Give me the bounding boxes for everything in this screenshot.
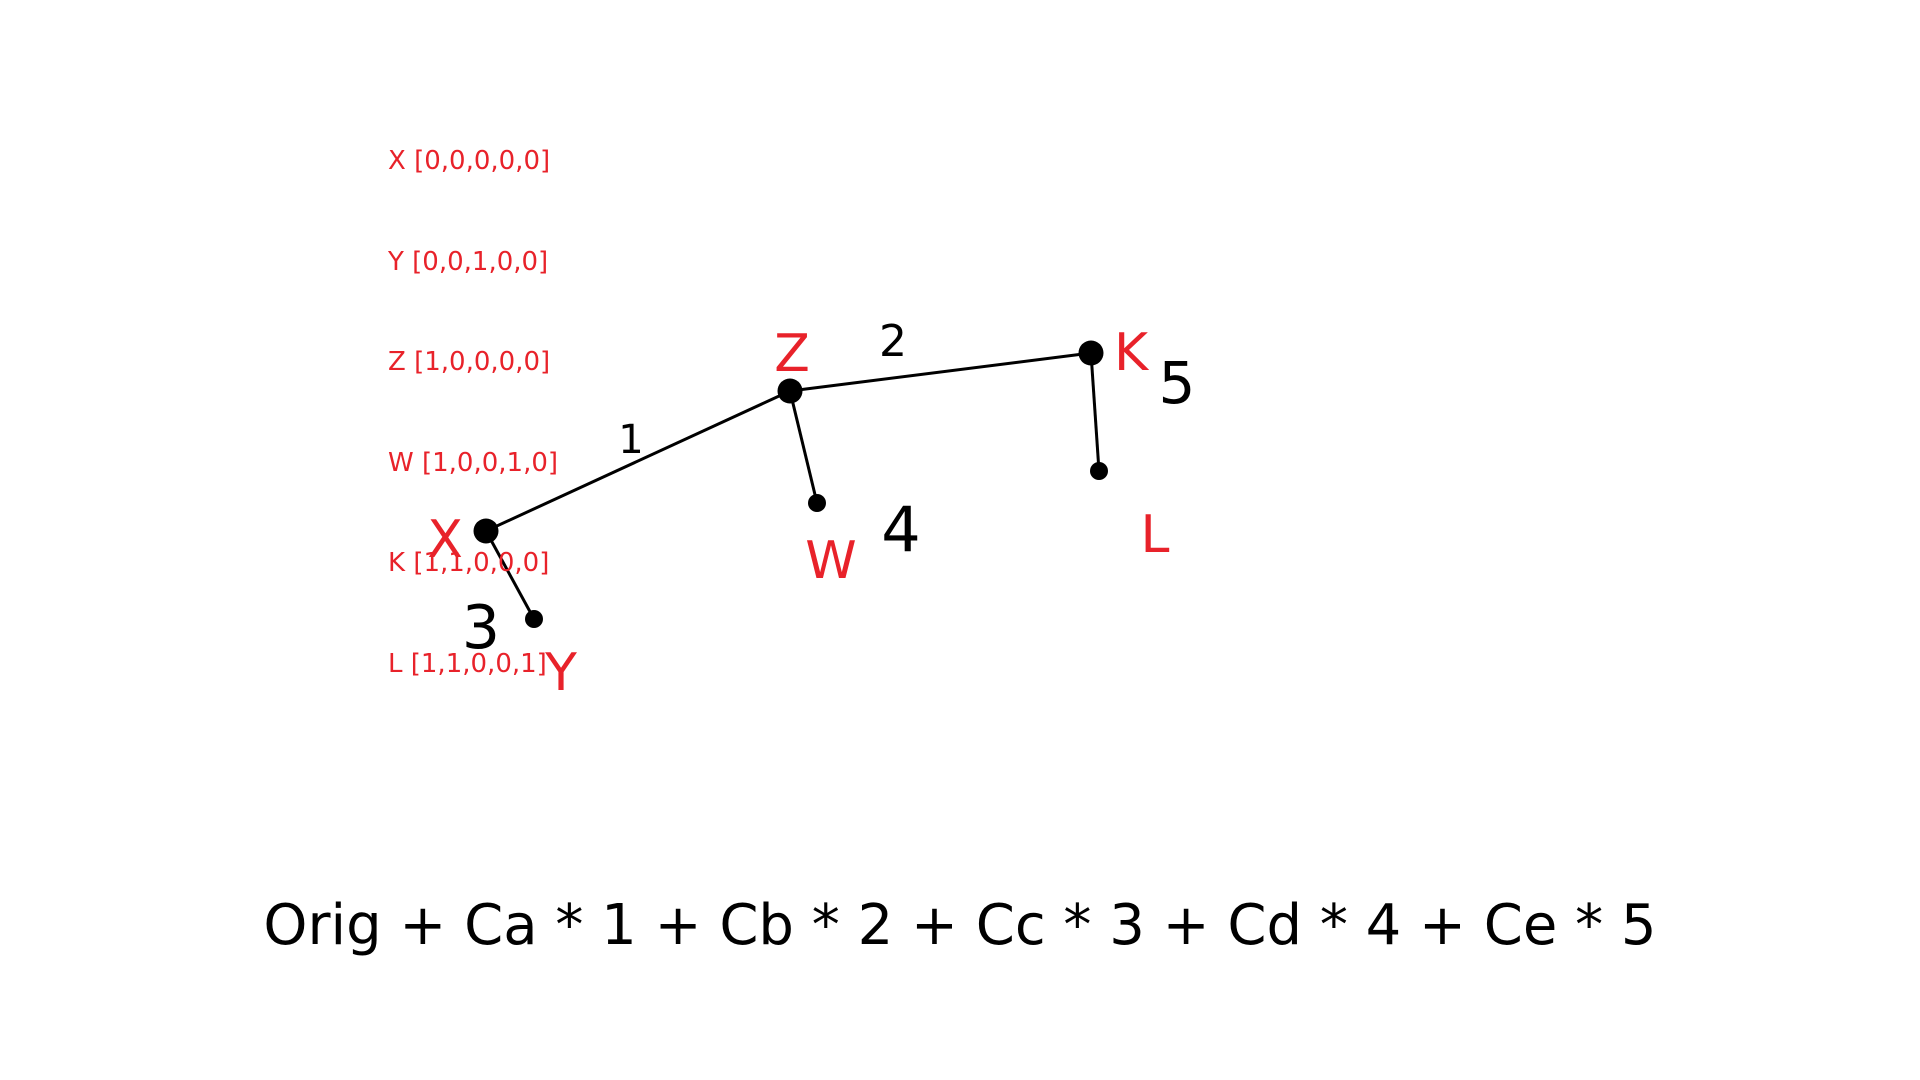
node-l [1090,462,1108,480]
edge-k-l [1089,352,1101,472]
node-label-y: Y [544,643,577,703]
vector-line-z: Z [1,0,0,0,0] [388,347,551,377]
edge-x-y [484,530,536,620]
node-k [1078,340,1104,366]
edge-z-w [788,390,819,504]
node-y [525,610,543,628]
edge-weight-k-l: 5 [1159,349,1196,417]
node-z [777,378,803,404]
nodes-layer [473,340,1108,628]
edge-weight-x-y: 3 [462,593,500,663]
vector-line-y: Y [0,0,1,0,0] [388,246,549,277]
vector-line-k: K [1,1,0,0,0] [388,548,550,578]
vector-line-l: L [1,1,0,0,1] [388,648,547,679]
node-label-l: L [1141,505,1170,565]
formula: Orig + Ca * 1 + Cb * 2 + Cc * 3 + Cd * 4… [263,893,1657,958]
node-label-z: Z [774,324,810,384]
vector-legend: X [0,0,0,0,0] Y [0,0,1,0,0] Z [1,0,0,0,0… [388,78,558,715]
edge-z-k [789,351,1092,393]
node-w [808,494,826,512]
edge-x-z [485,389,791,533]
node-label-w: W [805,531,856,591]
node-label-k: K [1114,323,1150,383]
node-label-x: X [427,510,463,570]
vector-line-w: W [1,0,0,1,0] [388,447,559,478]
node-x [473,518,499,544]
edge-weight-z-k: 2 [879,316,907,367]
edge-weight-x-z: 1 [618,417,643,463]
edges-layer [484,351,1101,620]
labels-layer: 1 2 3 4 5X Z K Y W L [427,316,1195,703]
vector-line-x: X [0,0,0,0,0] [388,146,551,176]
edge-weight-z-w: 4 [881,493,920,566]
